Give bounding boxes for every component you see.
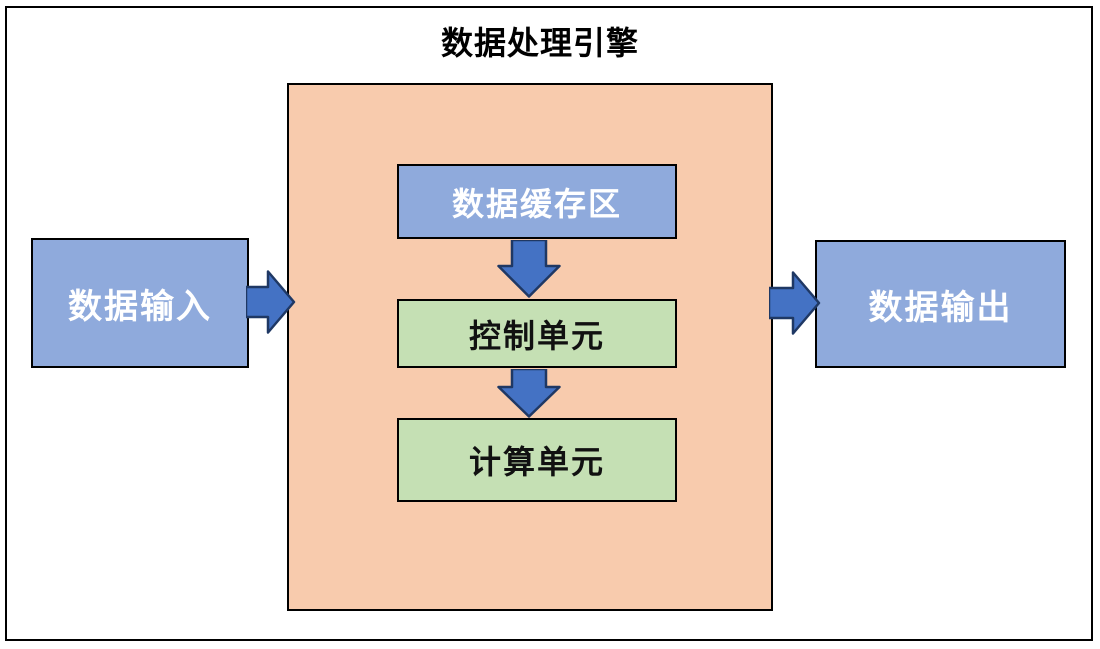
node-data-buffer: 数据缓存区 <box>397 164 677 239</box>
node-control-unit-label: 控制单元 <box>468 317 605 354</box>
node-data-buffer-label: 数据缓存区 <box>451 185 622 222</box>
arrow-down-icon <box>497 240 561 298</box>
arrow-right-icon <box>769 271 821 335</box>
node-data-input: 数据输入 <box>31 238 249 368</box>
node-data-output-label: 数据输出 <box>868 288 1013 327</box>
diagram-title: 数据处理引擎 <box>440 25 639 61</box>
node-data-output: 数据输出 <box>815 240 1066 368</box>
node-data-input-label: 数据输入 <box>68 287 212 326</box>
node-compute-unit-label: 计算单元 <box>468 444 605 480</box>
node-control-unit: 控制单元 <box>397 299 677 368</box>
node-compute-unit: 计算单元 <box>397 418 677 502</box>
arrow-right-icon <box>246 270 296 334</box>
arrow-down-icon <box>497 369 561 418</box>
